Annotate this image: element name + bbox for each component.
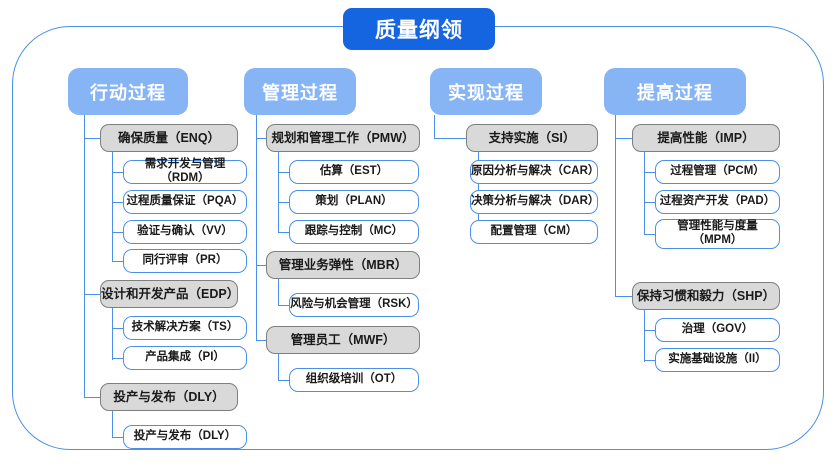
connector-dly-spine (112, 411, 114, 438)
connector-imp-1 (644, 172, 655, 174)
group-box-imp[interactable]: 提高性能（IMP） (632, 124, 780, 152)
connector-col1-g2 (84, 294, 100, 296)
connector-edp-1 (112, 328, 123, 330)
connector-col1-spine (84, 115, 86, 398)
connector-col4-g2 (615, 296, 632, 298)
leaf-box-pi[interactable]: 产品集成（PI） (123, 346, 247, 370)
leaf-box-mc[interactable]: 跟踪与控制（MC） (289, 220, 419, 244)
leaf-box-pad[interactable]: 过程资产开发（PAD） (655, 190, 780, 214)
column-header-management-process[interactable]: 管理过程 (244, 68, 356, 115)
connector-shp-1 (644, 330, 655, 332)
connector-col3-g1 (434, 138, 466, 140)
connector-dly-1 (112, 437, 123, 439)
column-header-action-process[interactable]: 行动过程 (68, 68, 188, 115)
group-box-shp[interactable]: 保持习惯和毅力（SHP） (632, 282, 780, 310)
group-box-mbr[interactable]: 管理业务弹性（MBR） (266, 251, 420, 279)
connector-col4-g1 (615, 138, 632, 140)
connector-pmw-spine (278, 152, 280, 233)
connector-mwf-1 (278, 380, 289, 382)
group-box-si[interactable]: 支持实施（SI） (466, 124, 598, 152)
connector-col1-g1 (84, 138, 100, 140)
connector-enq-spine (112, 152, 114, 262)
leaf-box-gov[interactable]: 治理（GOV） (655, 318, 780, 342)
connector-col1-g3 (84, 397, 100, 399)
connector-shp-2 (644, 360, 655, 362)
root-title-node: 质量纲领 (343, 8, 495, 50)
connector-mbr-1 (278, 305, 289, 307)
connector-col2-g1 (256, 138, 266, 140)
connector-pmw-1 (278, 172, 289, 174)
leaf-box-rdm[interactable]: 需求开发与管理（RDM） (123, 158, 247, 184)
connector-edp-spine (112, 308, 114, 360)
column-header-improvement-process[interactable]: 提高过程 (604, 68, 746, 115)
connector-col2-g3 (256, 340, 266, 342)
connector-col3-spine (434, 115, 436, 138)
connector-imp-3 (644, 234, 655, 236)
connector-imp-spine (644, 152, 646, 235)
leaf-box-plan[interactable]: 策划（PLAN） (289, 190, 419, 214)
connector-pmw-2 (278, 202, 289, 204)
column-header-realization-process[interactable]: 实现过程 (430, 68, 542, 115)
leaf-box-cm[interactable]: 配置管理（CM） (470, 220, 598, 244)
connector-enq-4 (112, 261, 123, 263)
connector-enq-1 (112, 172, 123, 174)
connector-enq-2 (112, 202, 123, 204)
group-box-dly[interactable]: 投产与发布（DLY） (100, 383, 238, 411)
leaf-box-vv[interactable]: 验证与确认（VV） (123, 220, 247, 244)
leaf-box-pqa[interactable]: 过程质量保证（PQA） (123, 190, 247, 214)
leaf-box-ts[interactable]: 技术解决方案（TS） (123, 316, 247, 340)
group-box-enq[interactable]: 确保质量（ENQ） (100, 124, 238, 152)
leaf-box-car[interactable]: 原因分析与解决（CAR） (470, 160, 599, 184)
leaf-box-dar[interactable]: 决策分析与解决（DAR） (470, 190, 599, 214)
connector-col2-g2 (256, 265, 266, 267)
leaf-box-ot[interactable]: 组织级培训（OT） (289, 368, 419, 392)
leaf-box-pr[interactable]: 同行评审（PR） (123, 249, 247, 273)
leaf-box-ii[interactable]: 实施基础设施（II） (655, 348, 780, 372)
leaf-box-mpm[interactable]: 管理性能与度量 （MPM） (655, 219, 780, 249)
group-box-edp[interactable]: 设计和开发产品（EDP） (100, 280, 239, 308)
connector-col2-spine (256, 115, 258, 341)
group-box-pmw[interactable]: 规划和管理工作（PMW） (266, 124, 420, 152)
connector-mwf-spine (278, 354, 280, 381)
connector-imp-2 (644, 202, 655, 204)
connector-edp-2 (112, 358, 123, 360)
leaf-box-est[interactable]: 估算（EST） (289, 160, 419, 184)
connector-pmw-3 (278, 232, 289, 234)
group-box-mwf[interactable]: 管理员工（MWF） (266, 326, 420, 354)
connector-shp-spine (644, 310, 646, 362)
leaf-box-rsk[interactable]: 风险与机会管理（RSK） (289, 293, 419, 317)
leaf-box-pcm[interactable]: 过程管理（PCM） (655, 160, 780, 184)
connector-col4-spine (615, 115, 617, 297)
leaf-box-dly-child[interactable]: 投产与发布（DLY） (123, 425, 247, 449)
connector-enq-3 (112, 232, 123, 234)
connector-mbr-spine (278, 279, 280, 306)
